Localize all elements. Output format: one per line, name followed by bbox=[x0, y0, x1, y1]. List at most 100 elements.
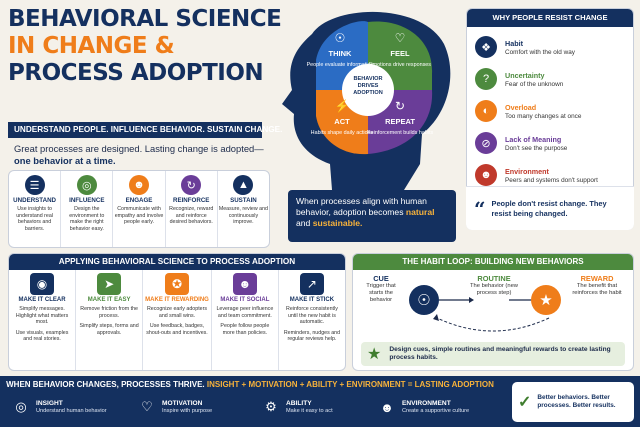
habit-loop-panel: THE HABIT LOOP: BUILDING NEW BEHAVIORS C… bbox=[352, 253, 634, 371]
eye-icon: ◉ bbox=[30, 273, 55, 295]
center-label-wrap: BEHAVIOR DRIVES ADOPTION bbox=[353, 76, 383, 96]
resist-desc: Fear of the unknown bbox=[505, 80, 564, 88]
footer-result-box: ✓ Better behaviors. Better processes. Be… bbox=[512, 382, 634, 422]
center-circle bbox=[342, 64, 394, 116]
habit-header: THE HABIT LOOP: BUILDING NEW BEHAVIORS bbox=[353, 254, 633, 270]
principle-desc: Communicate with empathy and involve peo… bbox=[114, 206, 164, 226]
clipboard-icon: ☰ bbox=[24, 175, 45, 195]
loop-back-arrow bbox=[436, 317, 550, 332]
apply-desc: Leverage peer influence and team commitm… bbox=[216, 306, 274, 319]
team-icon: ☻ bbox=[232, 273, 257, 295]
group-icon: ☻ bbox=[475, 164, 497, 186]
apply-desc: Recognize early adopters and small wins. bbox=[146, 306, 208, 319]
resist-header: WHY PEOPLE RESIST CHANGE bbox=[467, 9, 633, 27]
apply-title: MAKE IT EASY bbox=[87, 297, 131, 303]
principle-title: SUSTAIN bbox=[230, 197, 257, 204]
cue-desc: Trigger that starts the behavior bbox=[366, 283, 396, 303]
reward-title: REWARD bbox=[580, 274, 614, 283]
apply-desc: Simplify messages. Highlight what matter… bbox=[15, 306, 69, 325]
apply-title: MAKE IT REWARDING bbox=[145, 297, 209, 303]
principle-desc: Design the environment to make the right… bbox=[69, 206, 105, 232]
cycle-icon: ↻ bbox=[181, 175, 202, 195]
apply-desc2: People follow people more than policies. bbox=[220, 323, 270, 336]
compass-icon: ❖ bbox=[475, 36, 497, 58]
resist-desc: Too many changes at once bbox=[505, 112, 582, 120]
think-desc: People evaluate information bbox=[307, 62, 374, 68]
habit-footer-text: Design cues, simple routines and meaning… bbox=[389, 346, 611, 361]
target-icon: ◎ bbox=[15, 399, 27, 414]
apply-desc2: Use feedback, badges, shout-outs and inc… bbox=[146, 323, 208, 336]
title-line-1: BEHAVIORAL SCIENCE bbox=[8, 6, 282, 32]
apply-desc2: Simplify steps, forms and approvals. bbox=[79, 323, 139, 336]
resist-title: Overload bbox=[505, 102, 537, 112]
tagline-banner: UNDERSTAND PEOPLE. INFLUENCE BEHAVIOR. S… bbox=[8, 122, 282, 138]
gauge-icon: ◐ bbox=[475, 100, 497, 122]
feel-desc: Emotions drive responses bbox=[369, 62, 431, 68]
group-icon: ☻ bbox=[380, 399, 394, 415]
people-icon: ☻ bbox=[129, 175, 149, 195]
apply-stick: ↗ MAKE IT STICK Reinforce consistently u… bbox=[279, 270, 345, 370]
footer-item-title: ABILITY bbox=[286, 400, 312, 407]
apply-clear: ◉ MAKE IT CLEAR Simplify messages. Highl… bbox=[9, 270, 77, 370]
resist-title: Lack of Meaning bbox=[505, 134, 562, 144]
quadrant-icon-feel: ♡ bbox=[395, 31, 406, 45]
think-title: THINK bbox=[329, 49, 352, 58]
intro-text: Great processes are designed. Lasting ch… bbox=[14, 143, 264, 166]
principle-desc: Use insights to understand real behavior… bbox=[16, 206, 53, 232]
trophy-icon: ★ bbox=[531, 285, 561, 315]
checkmark-icon: ✓ bbox=[518, 394, 532, 411]
habit-cue: CUE Trigger that starts the behavior bbox=[359, 274, 403, 304]
arrow-head-1 bbox=[469, 297, 474, 303]
star-icon: ★ bbox=[367, 346, 382, 363]
apply-desc2: Use visuals, examples and real stories. bbox=[15, 329, 69, 343]
footer-bar: WHEN BEHAVIOR CHANGES, PROCESSES THRIVE.… bbox=[0, 376, 640, 427]
heart-icon: ♡ bbox=[141, 399, 153, 414]
footer-item-desc: Create a supportive culture bbox=[402, 408, 470, 414]
habit-footer: ★ Design cues, simple routines and meani… bbox=[361, 342, 625, 366]
resist-title: Environment bbox=[505, 166, 549, 176]
apply-easy: ➤ MAKE IT EASY Remove friction from the … bbox=[76, 270, 144, 370]
principle-sustain: ▲ SUSTAIN Measure, review and continuous… bbox=[218, 171, 269, 247]
footer-box-text: Better behaviors. Better processes. Bett… bbox=[537, 394, 616, 409]
habit-routine: ROUTINE The behavior (new process step) bbox=[465, 274, 523, 297]
quadrant-icon-think: ☉ bbox=[335, 31, 346, 45]
principle-reinforce: ↻ REINFORCE Recognize, reward and reinfo… bbox=[166, 171, 218, 247]
footer-lead: WHEN BEHAVIOR CHANGES, PROCESSES THRIVE. bbox=[6, 380, 205, 389]
center-label: BEHAVIOR DRIVES ADOPTION bbox=[353, 76, 383, 96]
footer-formula: INSIGHT + MOTIVATION + ABILITY + ENVIRON… bbox=[206, 380, 494, 389]
quadrant-icon-repeat: ↻ bbox=[395, 99, 405, 113]
brainbox-natural: natural bbox=[405, 207, 435, 217]
repeat-title: REPEAT bbox=[385, 117, 415, 126]
brainbox-sustainable: sustainable. bbox=[312, 218, 363, 228]
footer-item-title: MOTIVATION bbox=[162, 400, 203, 407]
bulb-icon: ☉ bbox=[409, 285, 439, 315]
intro-highlight: one behavior at a time. bbox=[14, 154, 116, 166]
footer-item-title: INSIGHT bbox=[36, 400, 63, 407]
repeat-desc: Reinforcement builds habits bbox=[367, 130, 434, 136]
principle-influence: ◎ INFLUENCE Design the environment to ma… bbox=[61, 171, 114, 247]
act-title: ACT bbox=[334, 117, 350, 126]
footer-item-title: ENVIRONMENT bbox=[402, 400, 451, 407]
act-desc: Habits shape daily actions bbox=[311, 130, 374, 136]
gift-icon: ✪ bbox=[164, 273, 189, 295]
apply-title: MAKE IT SOCIAL bbox=[220, 297, 270, 303]
apply-panel: APPLYING BEHAVIORAL SCIENCE TO PROCESS A… bbox=[8, 253, 346, 371]
brainbox-and: and bbox=[296, 218, 311, 228]
principle-desc: Measure, review and continuously improve… bbox=[218, 206, 268, 226]
footer-item-desc: Inspire with purpose bbox=[162, 408, 213, 414]
brain-graphic: ☉ ♡ ⚡ ↻ THINK People evaluate informatio… bbox=[282, 11, 451, 190]
quote-text: People don't resist change. They resist … bbox=[491, 199, 607, 218]
apply-desc2: Reminders, nudges and regular reviews he… bbox=[283, 329, 341, 343]
eye-off-icon: ⊘ bbox=[475, 132, 497, 154]
apply-title: MAKE IT CLEAR bbox=[18, 297, 66, 303]
path-icon: ➤ bbox=[97, 273, 122, 295]
resist-desc: Don't see the purpose bbox=[505, 144, 568, 152]
principle-title: REINFORCE bbox=[172, 197, 210, 204]
chart-icon: ▲ bbox=[233, 175, 254, 195]
